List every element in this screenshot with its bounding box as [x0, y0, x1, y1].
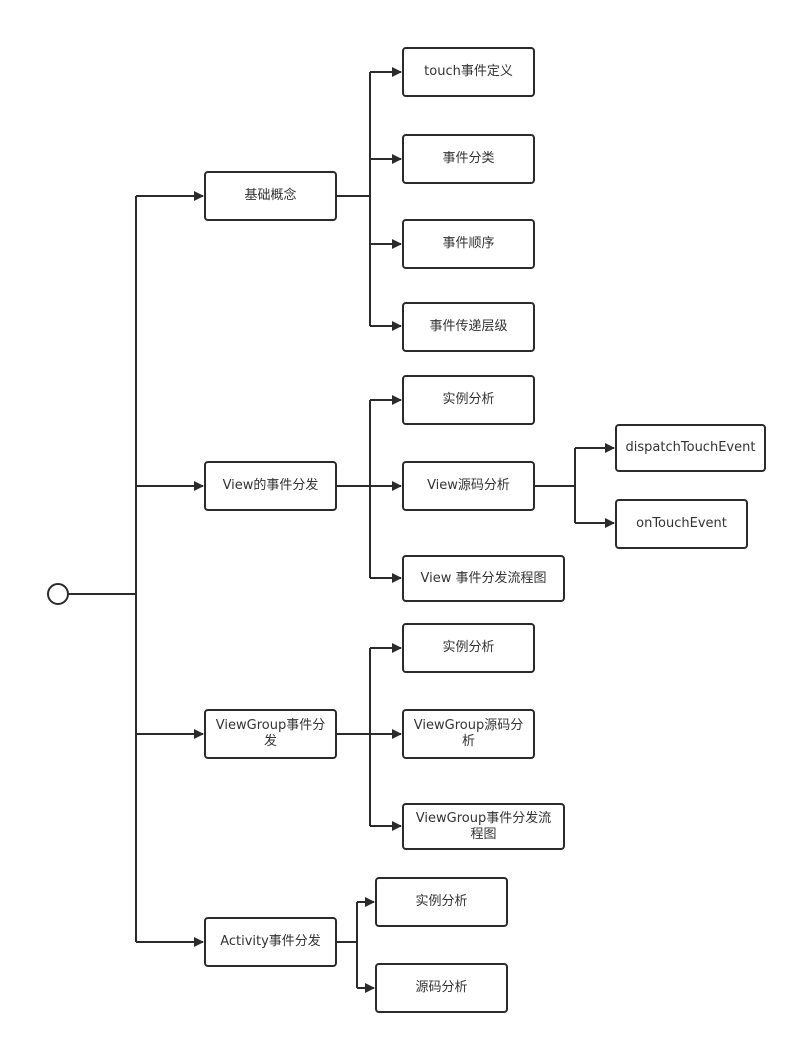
node-label: 事件分类 [442, 151, 495, 166]
node-label: dispatchTouchEvent [625, 440, 756, 455]
node-viewgroup-source-analysis[interactable]: ViewGroup源码分析 [402, 709, 535, 759]
node-basic-concepts[interactable]: 基础概念 [204, 171, 337, 221]
node-label: View源码分析 [427, 478, 510, 493]
node-label: 事件顺序 [442, 236, 495, 251]
node-view-flowchart[interactable]: View 事件分发流程图 [402, 555, 565, 602]
node-viewgroup-example-analysis[interactable]: 实例分析 [402, 623, 535, 673]
node-on-touch-event[interactable]: onTouchEvent [615, 499, 748, 549]
node-dispatch-touch-event[interactable]: dispatchTouchEvent [615, 424, 766, 472]
node-label: onTouchEvent [636, 516, 727, 531]
view-connector [336, 400, 371, 578]
root-node-circle[interactable] [47, 583, 69, 605]
node-view-example-analysis[interactable]: 实例分析 [402, 375, 535, 425]
node-event-order[interactable]: 事件顺序 [402, 219, 535, 269]
node-label: 实例分析 [442, 640, 495, 655]
node-label: ViewGroup事件分发流程图 [415, 810, 552, 842]
node-label: ViewGroup事件分发 [215, 718, 326, 749]
node-label: View的事件分发 [222, 478, 319, 493]
node-touch-event-definition[interactable]: touch事件定义 [402, 47, 535, 97]
activity-connector [336, 902, 358, 988]
node-activity-example-analysis[interactable]: 实例分析 [375, 877, 508, 927]
node-activity-source-analysis[interactable]: 源码分析 [375, 963, 508, 1013]
basic-connector [336, 72, 371, 326]
node-label: 实例分析 [442, 392, 495, 407]
node-viewgroup-dispatch[interactable]: ViewGroup事件分发 [204, 709, 337, 759]
node-viewgroup-flowchart[interactable]: ViewGroup事件分发流程图 [402, 803, 565, 850]
node-view-source-analysis[interactable]: View源码分析 [402, 461, 535, 511]
node-label: 实例分析 [415, 894, 468, 909]
node-label: touch事件定义 [424, 64, 513, 79]
node-label: ViewGroup源码分析 [413, 718, 524, 749]
node-label: 事件传递层级 [429, 319, 508, 334]
node-label: 基础概念 [244, 188, 297, 203]
node-activity-dispatch[interactable]: Activity事件分发 [204, 917, 337, 967]
node-event-categories[interactable]: 事件分类 [402, 134, 535, 184]
node-event-propagation-levels[interactable]: 事件传递层级 [402, 302, 535, 352]
node-label: Activity事件分发 [220, 934, 321, 949]
view-source-connector [534, 448, 576, 523]
viewgroup-connector [336, 648, 371, 826]
node-label: View 事件分发流程图 [420, 570, 547, 586]
node-label: 源码分析 [415, 980, 468, 995]
node-view-dispatch[interactable]: View的事件分发 [204, 461, 337, 511]
